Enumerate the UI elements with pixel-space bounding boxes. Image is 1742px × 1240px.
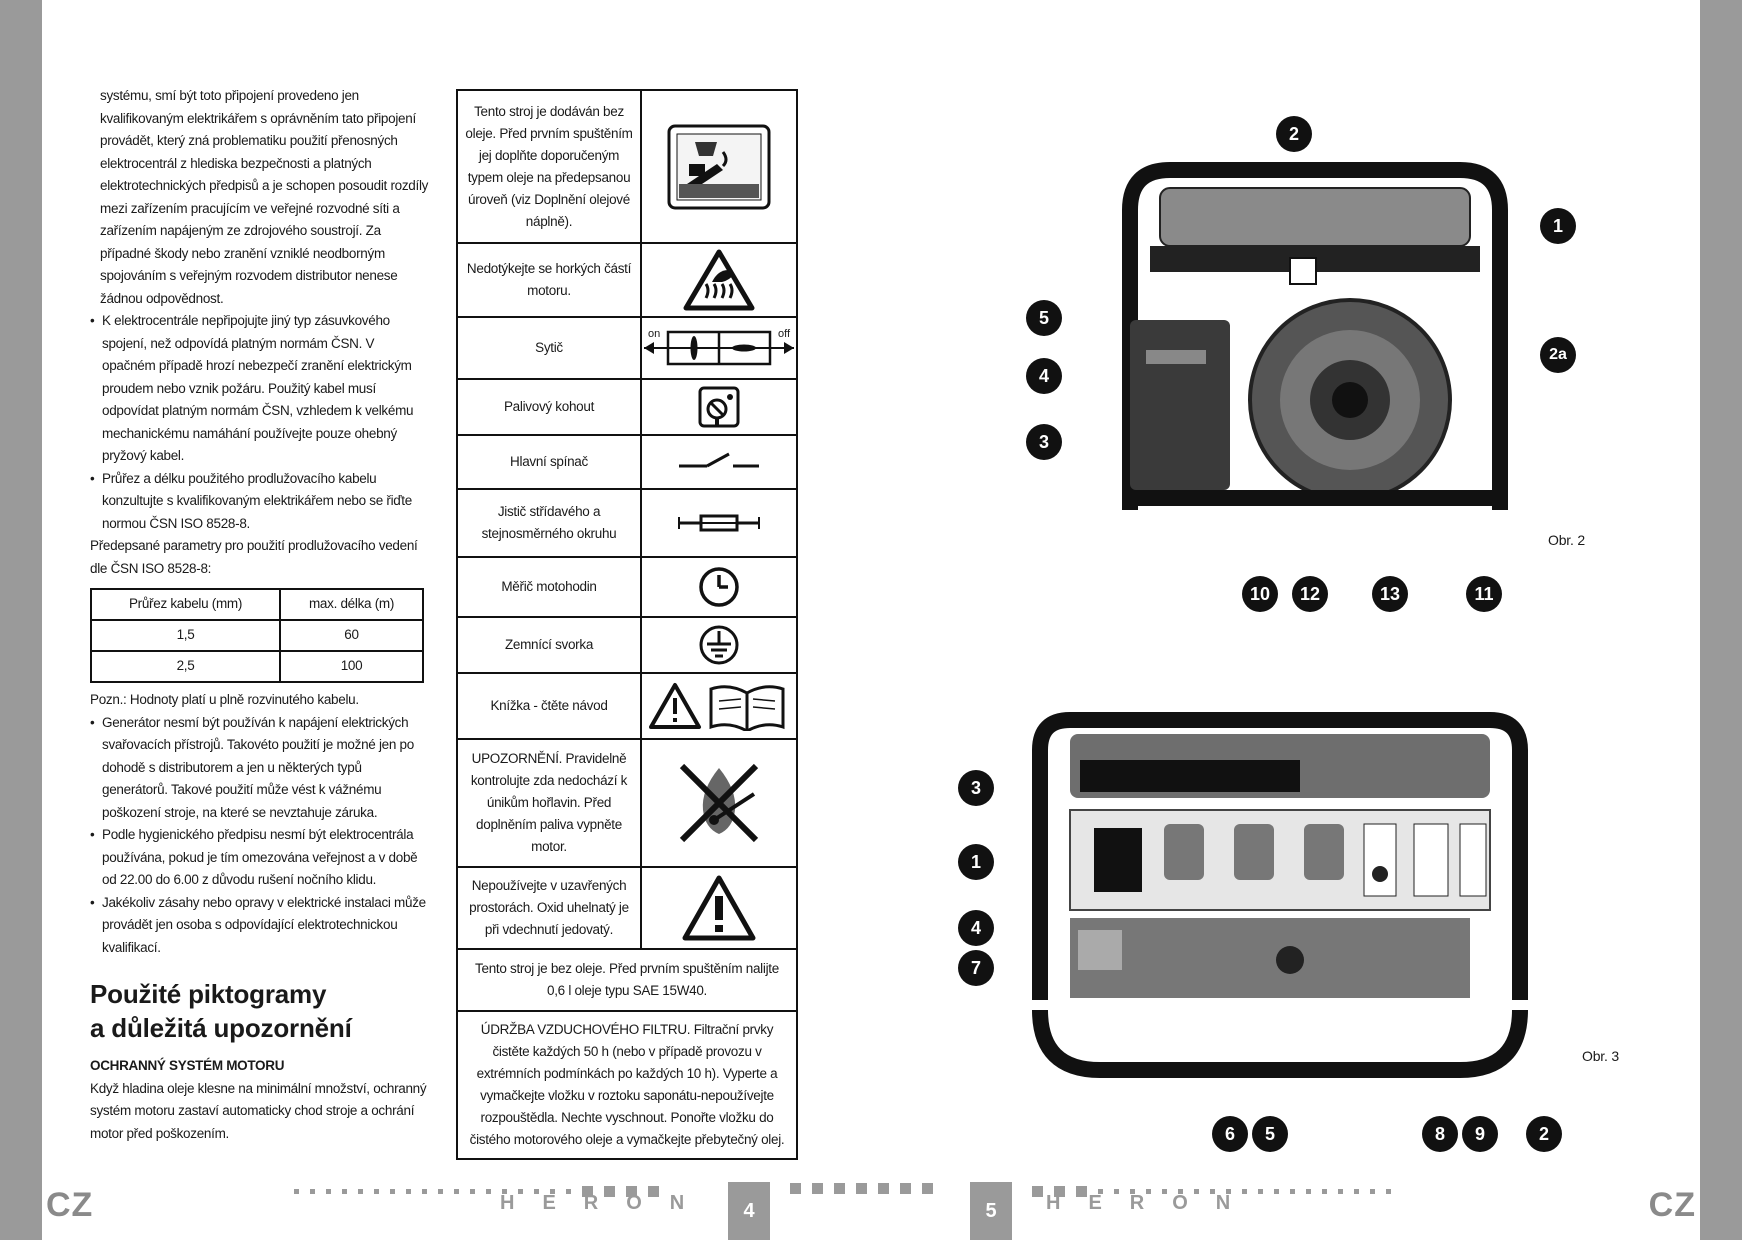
- choke-on-label: on: [648, 328, 661, 340]
- figure-label: Obr. 3: [1582, 1048, 1619, 1064]
- pictogram-note: ÚDRŽBA VZDUCHOVÉHO FILTRU. Filtrační prv…: [469, 1022, 785, 1147]
- callout-badge: 2: [1276, 116, 1312, 152]
- callout-badge: 10: [1242, 576, 1278, 612]
- table-header: max. délka (m): [279, 588, 424, 621]
- pictogram-text: Palivový kohout: [458, 380, 642, 434]
- main-switch-icon: [642, 436, 796, 488]
- pictogram-text: Tento stroj je dodáván bez oleje. Před p…: [458, 91, 642, 242]
- note: Pozn.: Hodnoty platí u plně rozvinutého …: [90, 692, 359, 707]
- language-code: CZ: [1648, 1186, 1696, 1224]
- fuel-valve-icon: [642, 380, 796, 434]
- bullet-item: Průřez a délku použitého prodlužovacího …: [90, 468, 430, 536]
- left-column: systému, smí být toto připojení proveden…: [89, 85, 430, 1145]
- hour-meter-icon: [642, 558, 796, 616]
- brand-logo: HERON: [1046, 1192, 1259, 1214]
- pictogram-text: Měřič motohodin: [458, 558, 642, 616]
- pictogram-text: Zemnící svorka: [458, 618, 642, 672]
- table-cell: 2,5: [89, 650, 282, 683]
- pictogram-text: Sytič: [458, 318, 642, 378]
- left-edge-bar: [0, 0, 42, 1240]
- footer-dots: [1032, 1186, 1391, 1197]
- callout-badge: 9: [1462, 1116, 1498, 1152]
- callout-badge: 1: [958, 844, 994, 880]
- pictogram-text: Hlavní spínač: [458, 436, 642, 488]
- pictogram-row: Nepoužívejte v uzavřených prostorách. Ox…: [458, 868, 796, 950]
- section-title: Použité piktogramy a důležitá upozornění: [90, 977, 430, 1045]
- pictogram-text: Nedotýkejte se horkých částí motoru.: [458, 244, 642, 316]
- callout-badge: 13: [1372, 576, 1408, 612]
- callout-badge: 4: [1026, 358, 1062, 394]
- table-cell: 1,5: [89, 619, 282, 652]
- oil-fill-icon: [642, 91, 796, 242]
- callout-badge: 5: [1026, 300, 1062, 336]
- callout-badge: 6: [1212, 1116, 1248, 1152]
- choke-icon: on off: [642, 318, 796, 378]
- generator-photo-top: [1110, 150, 1520, 550]
- table-row: 2,5 100: [89, 650, 424, 683]
- pictogram-row: Nedotýkejte se horkých částí motoru.: [458, 244, 796, 318]
- choke-off-label: off: [777, 328, 790, 340]
- table-cell: 60: [279, 619, 424, 652]
- callout-badge: 4: [958, 910, 994, 946]
- callout-badge: 3: [1026, 424, 1062, 460]
- paragraph: Když hladina oleje klesne na minimální m…: [90, 1080, 427, 1141]
- table-header-row: Průřez kabelu (mm) max. délka (m): [89, 588, 424, 621]
- table-cell: 100: [279, 650, 424, 683]
- pictogram-row: Sytič on off: [458, 318, 796, 380]
- hot-surface-icon: [642, 244, 796, 316]
- callout-badge: 7: [958, 950, 994, 986]
- pictogram-row: Měřič motohodin: [458, 558, 796, 618]
- pictogram-row: ÚDRŽBA VZDUCHOVÉHO FILTRU. Filtrační prv…: [458, 1012, 796, 1158]
- table-header: Průřez kabelu (mm): [89, 588, 282, 621]
- right-edge-bar: [1700, 0, 1742, 1240]
- warning-icon: [642, 868, 796, 948]
- page-number: 5: [970, 1182, 1012, 1240]
- pictogram-row: Palivový kohout: [458, 380, 796, 436]
- callout-badge: 1: [1540, 208, 1576, 244]
- pictogram-row: Tento stroj je dodáván bez oleje. Před p…: [458, 91, 796, 244]
- pictogram-text: Knížka - čtěte návod: [458, 674, 642, 738]
- callout-badge: 2a: [1540, 337, 1576, 373]
- pictogram-row: Knížka - čtěte návod: [458, 674, 796, 740]
- figure-label: Obr. 2: [1548, 532, 1585, 548]
- pictogram-row: Hlavní spínač: [458, 436, 796, 490]
- callout-badge: 5: [1252, 1116, 1288, 1152]
- paragraph: systému, smí být toto připojení proveden…: [100, 88, 429, 306]
- page-number: 4: [728, 1182, 770, 1240]
- language-code: CZ: [46, 1186, 94, 1224]
- callout-badge: 11: [1466, 576, 1502, 612]
- pictogram-text: Nepoužívejte v uzavřených prostorách. Ox…: [458, 868, 642, 948]
- footer-dots: [294, 1186, 659, 1197]
- subheading: Ochranný systém motoru: [90, 1058, 285, 1073]
- pictogram-row: Zemnící svorka: [458, 618, 796, 674]
- generator-photo-front: [1030, 660, 1560, 1080]
- table-row: 1,5 60: [89, 619, 424, 652]
- pictogram-text: UPOZORNĚNÍ. Pravidelně kontrolujte zda n…: [458, 740, 642, 866]
- ground-terminal-icon: [642, 618, 796, 672]
- pictogram-note: Tento stroj je bez oleje. Před prvním sp…: [475, 961, 779, 998]
- footer-dots: [790, 1183, 933, 1194]
- bullet-item: Podle hygienického předpisu nesmí být el…: [90, 824, 430, 892]
- bullet-item: Jakékoliv zásahy nebo opravy v elektrick…: [90, 892, 430, 960]
- circuit-breaker-icon: [642, 490, 796, 556]
- pictogram-table: Tento stroj je dodáván bez oleje. Před p…: [456, 89, 798, 1160]
- params-intro: Předepsané parametry pro použití prodluž…: [90, 538, 418, 576]
- callout-badge: 8: [1422, 1116, 1458, 1152]
- bullet-item: K elektrocentrále nepřipojujte jiný typ …: [90, 310, 430, 468]
- no-fire-icon: [642, 740, 796, 866]
- callout-badge: 12: [1292, 576, 1328, 612]
- callout-badge: 2: [1526, 1116, 1562, 1152]
- pictogram-text: Jistič střídavého a stejnosměrného okruh…: [458, 490, 642, 556]
- cable-table: Průřez kabelu (mm) max. délka (m) 1,5 60…: [89, 588, 424, 683]
- pictogram-row: Jistič střídavého a stejnosměrného okruh…: [458, 490, 796, 558]
- read-manual-icon: [642, 674, 796, 738]
- bullet-item: Generátor nesmí být používán k napájení …: [90, 712, 430, 825]
- section-title-line: a důležitá upozornění: [90, 1013, 352, 1043]
- section-title-line: Použité piktogramy: [90, 979, 327, 1009]
- callout-badge: 3: [958, 770, 994, 806]
- pictogram-row: Tento stroj je bez oleje. Před prvním sp…: [458, 950, 796, 1012]
- brand-logo: HERON: [500, 1192, 713, 1214]
- pictogram-row: UPOZORNĚNÍ. Pravidelně kontrolujte zda n…: [458, 740, 796, 868]
